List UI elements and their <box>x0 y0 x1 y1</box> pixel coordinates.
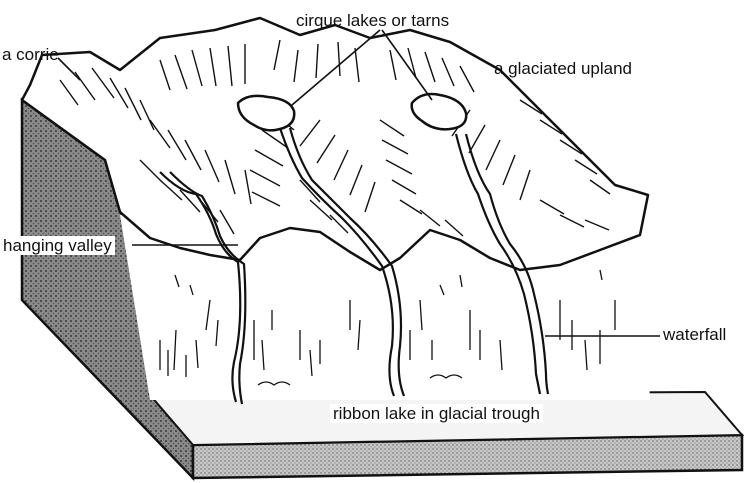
label-corrie: a corrie <box>2 46 59 63</box>
label-cirque-lakes: cirque lakes or tarns <box>296 12 449 29</box>
label-ribbon-lake: ribbon lake in glacial trough <box>330 404 543 423</box>
label-hanging-valley: hanging valley <box>0 236 115 255</box>
label-glaciated-upland: a glaciated upland <box>494 60 632 77</box>
label-waterfall: waterfall <box>663 326 726 343</box>
